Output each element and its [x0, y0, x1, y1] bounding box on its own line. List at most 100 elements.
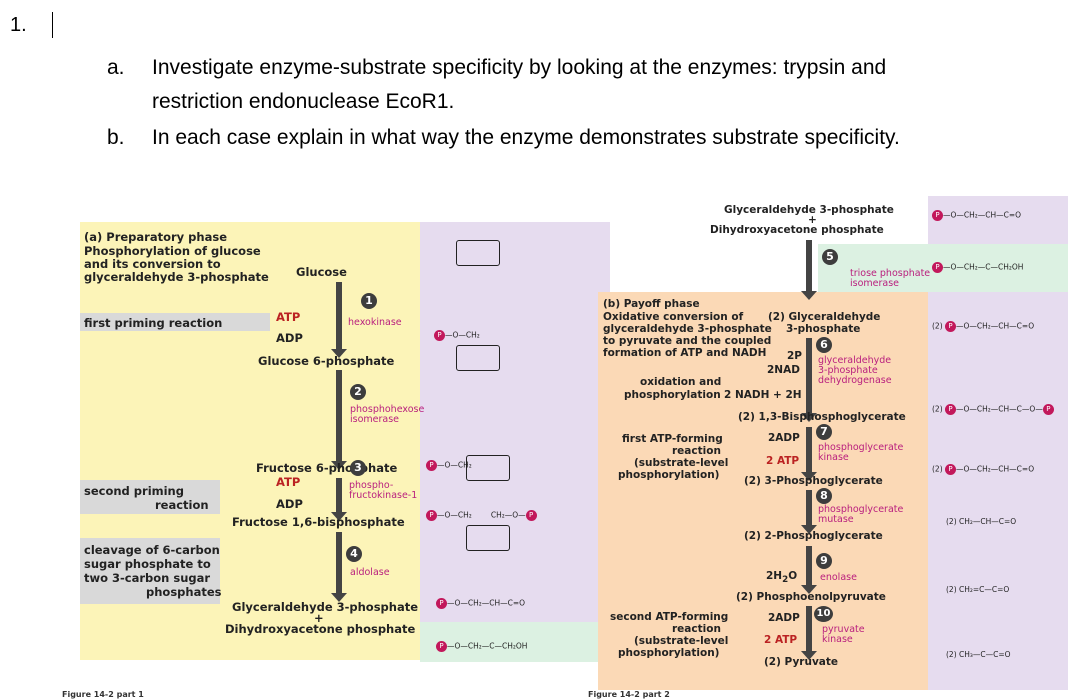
two-pi: 2P	[787, 350, 803, 362]
pep-label: (2) Phosphoenolpyruvate	[736, 591, 886, 603]
phosphate-icon-g6p: P—O—CH₂	[434, 330, 480, 341]
arrow-step-3	[331, 478, 347, 521]
struct-dhap: P—O—CH₂—C—CH₂OH	[932, 262, 1023, 273]
step-5-badge: 5	[822, 249, 838, 265]
cleavage-1: cleavage of 6-carbon	[84, 543, 220, 557]
prep-desc-1: Phosphorylation of glucose	[84, 244, 261, 258]
two-atp-1: 2 ATP	[766, 455, 800, 467]
step-6-badge: 6	[816, 337, 832, 353]
pyruvate-label: (2) Pyruvate	[764, 656, 839, 668]
pgk-1: phosphoglycerate	[818, 442, 904, 453]
step-8-badge: 8	[816, 488, 832, 504]
payoff-desc-4: formation of ATP and NADH	[603, 347, 767, 359]
step-2-badge: 2	[350, 384, 366, 400]
g6p-ring	[456, 345, 500, 371]
step-4-badge: 4	[346, 546, 362, 562]
water-h: 2H	[766, 570, 783, 582]
question-number: 1.	[10, 14, 27, 36]
step-9-badge: 9	[816, 553, 832, 569]
first-atp-1: first ATP-forming	[622, 433, 723, 445]
two-g3p-2: 3-phosphate	[786, 323, 861, 335]
struct-g3p: P—O—CH₂—CH—C=O	[932, 210, 1021, 221]
arrow-step-1	[331, 282, 347, 358]
tpi-label-2: isomerase	[850, 278, 900, 289]
arrow-step-10	[801, 606, 817, 660]
pgm-1: phosphoglycerate	[818, 504, 904, 515]
two-adp-2: 2ADP	[768, 612, 800, 624]
right-bg-2	[818, 244, 1068, 292]
prep-desc-2: and its conversion to	[84, 257, 221, 271]
right-bg-3	[928, 292, 1068, 690]
oxphos-2: phosphorylation	[624, 389, 721, 401]
top-plus: +	[808, 214, 817, 226]
struct-pep: (2) CH₂=C—C=O	[946, 585, 1010, 594]
top-bg	[818, 196, 928, 244]
gapdh-3: dehydrogenase	[818, 375, 892, 386]
two-g3p-1: (2) Glyceraldehyde	[768, 311, 881, 323]
arrow-step-8	[801, 490, 817, 534]
text-cursor	[52, 12, 53, 38]
second-atp-2: reaction	[672, 623, 721, 635]
cleavage-3: two 3-carbon sugar	[84, 571, 211, 585]
glucose-label: Glucose	[296, 265, 347, 279]
second-priming-2: reaction	[155, 498, 209, 512]
water-sub: 2	[782, 575, 789, 586]
part-b-line1: In each case explain in what way the enz…	[152, 126, 900, 149]
structure-bg-mid	[420, 390, 610, 560]
payoff-desc-1: Oxidative conversion of	[603, 311, 744, 323]
pg2-label: (2) 2-Phosphoglycerate	[744, 530, 883, 542]
struct-pyruvate: (2) CH₃—C—C=O	[946, 650, 1011, 659]
structure-bg-dhap	[420, 622, 610, 662]
two-atp-2: 2 ATP	[764, 634, 798, 646]
g6p-label: Glucose 6-phosphate	[258, 354, 395, 368]
two-nad: 2NAD	[767, 364, 800, 376]
step-1-badge: 1	[361, 293, 377, 309]
enolase-label: enolase	[820, 572, 857, 583]
second-priming-1: second priming	[84, 484, 184, 498]
aldolase-label: aldolase	[350, 567, 390, 578]
step-3-badge: 3	[350, 460, 366, 476]
arrow-step-7	[801, 427, 817, 481]
arrow-step-5	[801, 240, 817, 300]
dhap-label: Dihydroxyacetone phosphate	[225, 622, 416, 636]
g3p-label: Glyceraldehyde 3-phosphate	[232, 600, 419, 614]
right-bg-1	[928, 196, 1068, 244]
part-a-line2: restriction endonuclease EcoR1.	[152, 90, 455, 113]
f16bp-ring	[466, 525, 510, 551]
bpg-label: (2) 1,3-Bisphosphoglycerate	[738, 411, 906, 423]
tpi-label-1: triose phosphate	[850, 268, 931, 279]
adp-1: ADP	[276, 331, 303, 345]
first-atp-2: reaction	[672, 445, 721, 457]
step-10-badge: 10	[814, 606, 833, 622]
part-b-label: b.	[107, 126, 125, 149]
pgm-2: mutase	[818, 514, 854, 525]
pfk-label-2: fructokinase-1	[349, 490, 418, 501]
f16bp-label: Fructose 1,6-bisphosphate	[232, 515, 405, 529]
pfk-label-1: phospho-	[349, 480, 394, 491]
second-atp-4: phosphorylation)	[618, 647, 720, 659]
structure-bg-g3p	[420, 560, 610, 622]
pk-2: kinase	[822, 634, 853, 645]
adp-2: ADP	[276, 497, 303, 511]
atp-1: ATP	[276, 310, 301, 324]
first-priming-label: first priming reaction	[84, 316, 223, 330]
prep-phase-title: (a) Preparatory phase	[84, 230, 227, 244]
pgk-2: kinase	[818, 452, 849, 463]
arrow-step-6	[801, 338, 817, 422]
prep-desc-3: glyceraldehyde 3-phosphate	[84, 270, 269, 284]
grey-bar-3	[80, 538, 220, 604]
f6p-ring	[466, 455, 510, 481]
f6p-label: Fructose 6-phosphate	[256, 461, 398, 475]
payoff-desc-2: glyceraldehyde 3-phosphate	[603, 323, 772, 335]
top-dhap: Dihydroxyacetone phosphate	[710, 224, 884, 236]
plus-label: +	[314, 611, 324, 625]
first-atp-4: phosphorylation)	[618, 469, 720, 481]
arrow-step-9	[801, 546, 817, 594]
pk-1: pyruvate	[822, 624, 865, 635]
cleavage-2: sugar phosphate to	[84, 557, 211, 571]
hexokinase-label: hexokinase	[348, 317, 402, 328]
grey-bar-1	[80, 313, 270, 331]
arrow-step-4	[331, 532, 347, 602]
step-7-badge: 7	[816, 424, 832, 440]
two-adp-1: 2ADP	[768, 432, 800, 444]
